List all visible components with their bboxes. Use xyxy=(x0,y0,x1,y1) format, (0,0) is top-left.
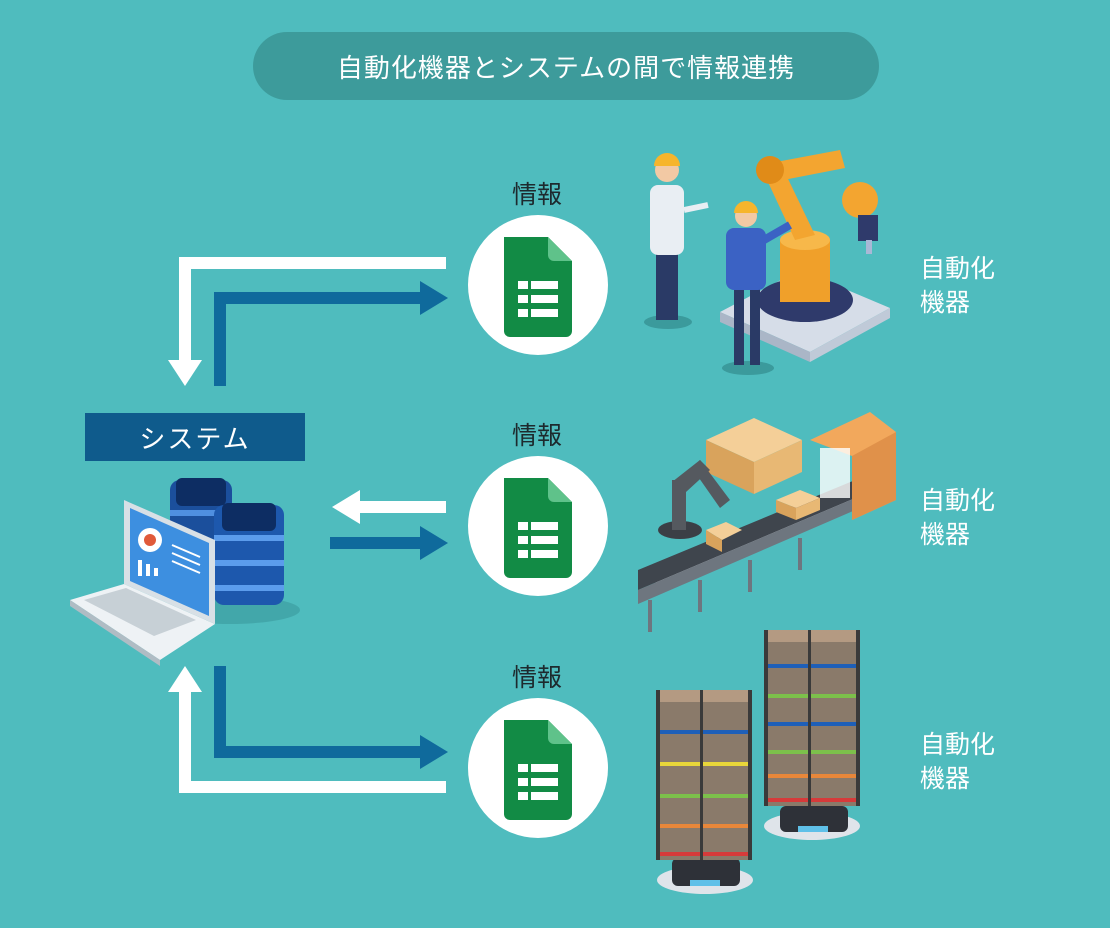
device-label-1: 自動化 機器 xyxy=(920,252,1040,320)
diagram-title-text: 自動化機器とシステムの間で情報連携 xyxy=(336,53,796,84)
system-label-box: システム xyxy=(85,413,305,461)
device-label-3: 自動化 機器 xyxy=(920,728,1040,796)
arrow-device1-to-system xyxy=(179,257,446,370)
arrow-system-to-device1 xyxy=(214,292,430,386)
device-label-1-line1: 自動化 xyxy=(920,254,996,283)
device-label-3-line2: 機器 xyxy=(920,764,971,793)
arrow-head-left-system xyxy=(332,490,360,524)
info-document-circle-3 xyxy=(468,698,608,838)
device-label-2-line1: 自動化 xyxy=(920,486,996,515)
spreadsheet-icon xyxy=(504,720,572,820)
device-label-1-line2: 機器 xyxy=(920,288,971,317)
arrow-device3-to-system xyxy=(179,682,446,793)
arrow-system-to-device3 xyxy=(214,666,430,758)
arrow-head-up-system xyxy=(168,666,202,692)
shelf-rack-icon xyxy=(656,690,753,894)
info-document-circle-1 xyxy=(468,215,608,355)
info-label-1: 情報 xyxy=(511,180,562,209)
spreadsheet-icon xyxy=(504,478,572,578)
laptop-icon xyxy=(70,500,215,666)
spreadsheet-icon xyxy=(504,237,572,337)
arrow-head-down-system xyxy=(168,360,202,386)
info-document-circle-2 xyxy=(468,456,608,596)
shelf-rack-icon xyxy=(764,630,860,840)
arrow-head-right-device3 xyxy=(420,735,448,769)
info-label-3: 情報 xyxy=(511,663,562,692)
device-label-2-line2: 機器 xyxy=(920,520,971,549)
arrow-head-right-device1 xyxy=(420,281,448,315)
info-label-2: 情報 xyxy=(511,421,562,450)
system-label-text: システム xyxy=(139,424,251,455)
device-label-3-line1: 自動化 xyxy=(920,730,996,759)
device-label-2: 自動化 機器 xyxy=(920,484,1040,552)
arrow-head-right-device2 xyxy=(420,526,448,560)
diagram-title: 自動化機器とシステムの間で情報連携 xyxy=(253,32,879,100)
